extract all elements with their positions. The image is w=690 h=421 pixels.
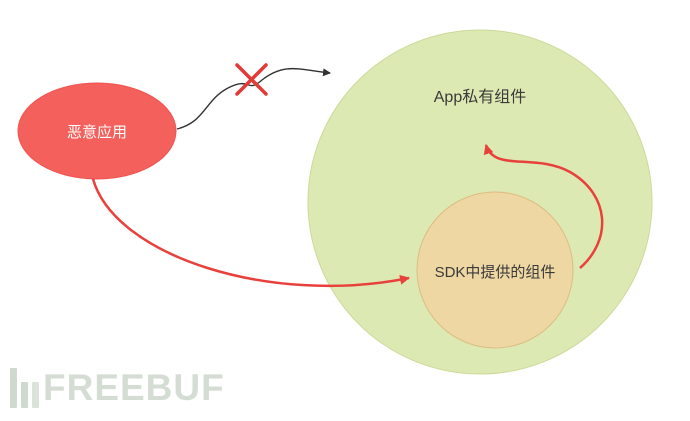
escalation-arrow-to-private [483, 144, 604, 269]
blocked-cross-icon [235, 63, 268, 96]
app-private-component-label: App私有组件 [434, 88, 526, 106]
freebuf-logo-icon [10, 368, 39, 408]
sdk-component-label: SDK中提供的组件 [435, 264, 556, 281]
malicious-app-ellipse [17, 82, 177, 180]
freebuf-watermark-text: FREEBUF [43, 367, 225, 408]
malicious-app-label: 恶意应用 [67, 123, 127, 141]
sdk-component-circle [416, 191, 574, 349]
freebuf-watermark: FREEBUF [10, 368, 225, 408]
attack-arrow-to-sdk [91, 178, 410, 288]
